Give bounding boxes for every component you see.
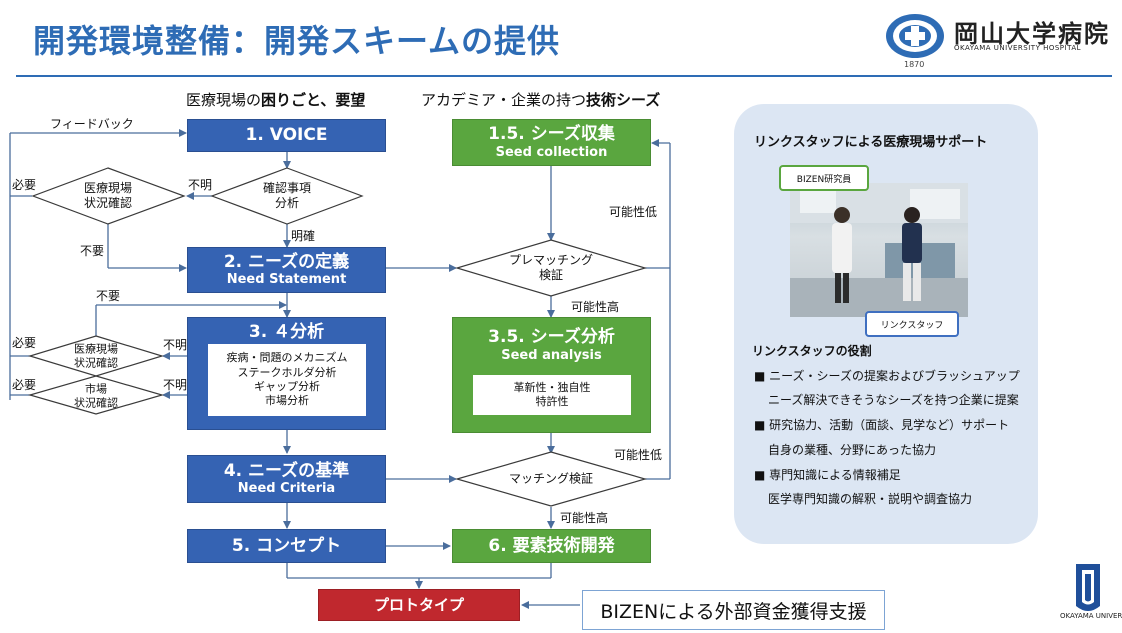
matching-diamond (454, 451, 648, 507)
need-criteria-box: 4. ニーズの基準 Need Criteria (187, 455, 386, 503)
role-detail: ニーズ解決できそうなシーズを持つ企業に提案 (768, 393, 1019, 407)
analysis-item: 市場分析 (265, 394, 309, 408)
voice-box: 1. VOICE (187, 119, 386, 152)
hospital-year: 1870 (904, 60, 925, 69)
title-divider (16, 75, 1112, 77)
hospital-name-en: OKAYAMA UNIVERSITY HOSPITAL (954, 44, 1082, 52)
roles-title: リンクスタッフの役割 (752, 344, 872, 358)
unclear-label: 不明 (163, 378, 188, 392)
unnecessary-label: 不要 (96, 289, 121, 303)
necessary-label: 必要 (12, 336, 37, 350)
possibility-low-label: 可能性低 (614, 448, 663, 462)
role-detail: 自身の業種、分野にあった協力 (768, 443, 937, 457)
concept-box: 5. コンセプト (187, 529, 386, 563)
prematching-diamond-label: プレマッチング検証 (508, 253, 594, 282)
market-check-diamond (27, 375, 165, 415)
role-item: ■ 専門知識による情報補足 (754, 468, 901, 482)
analysis-item: ステークホルダ分析 (237, 365, 337, 379)
analysis-item: ギャップ分析 (254, 380, 320, 393)
panel-title: リンクスタッフによる医療現場サポート (754, 135, 988, 150)
link-staff-tag: リンクスタッフ (865, 311, 959, 337)
hospital-logo: 岡山大学病院 OKAYAMA UNIVERSITY HOSPITAL 1870 (884, 10, 1114, 72)
university-logo-text: OKAYAMA UNIVERSITY (1060, 612, 1122, 620)
unclear-label: 不明 (163, 338, 188, 352)
role-item: ■ ニーズ・シーズの提案およびブラッシュアップ (754, 369, 1020, 383)
support-photo (790, 183, 968, 317)
seed-analysis-item: 革新性・独自性 (513, 380, 591, 394)
needs-header: 医療現場の困りごと、要望 (186, 91, 366, 109)
seed-analysis-item: 特許性 (535, 395, 569, 408)
prematching-diamond (454, 239, 648, 297)
prototype-box: プロトタイプ (318, 589, 520, 621)
necessary-label: 必要 (12, 178, 37, 192)
seed-collection-box: 1.5. シーズ収集 Seed collection (452, 119, 651, 166)
site-check2-diamond-label: 医療現場状況確認 (74, 342, 118, 369)
hospital-emblem-icon (886, 14, 944, 58)
role-detail: 医学専門知識の解釈・説明や調査協力 (768, 492, 973, 506)
role-item: ■ 研究協力、活動（面談、見学など）サポート (754, 418, 1010, 432)
feedback-label: フィードバック (50, 117, 134, 131)
necessary-label: 必要 (12, 378, 37, 392)
site-check-diamond-label: 医療現場状況確認 (83, 181, 133, 210)
need-statement-box: 2. ニーズの定義 Need Statement (187, 247, 386, 293)
confirm-diamond-label: 確認事項分析 (262, 181, 312, 210)
possibility-high-label: 可能性高 (560, 511, 609, 525)
possibility-low-label: 可能性低 (609, 205, 658, 219)
confirm-diamond (210, 167, 364, 225)
clear-label: 明確 (291, 229, 316, 243)
unnecessary-label: 不要 (80, 244, 105, 258)
page-title: 開発環境整備：開発スキームの提供 (33, 22, 561, 60)
four-analysis-items: 疾病・問題のメカニズム ステークホルダ分析 ギャップ分析 市場分析 (208, 344, 366, 416)
bizen-researcher-tag: BIZEN研究員 (779, 165, 869, 191)
hospital-name: 岡山大学病院 (954, 20, 1110, 48)
unclear-label: 不明 (188, 178, 213, 192)
site-check-diamond (31, 167, 186, 225)
matching-diamond-label: マッチング検証 (508, 471, 594, 486)
seeds-header: アカデミア・企業の持つ技術シーズ (421, 91, 661, 109)
element-tech-box: 6. 要素技術開発 (452, 529, 651, 563)
university-logo-icon (1076, 564, 1100, 611)
analysis-item: 疾病・問題のメカニズム (226, 351, 348, 365)
market-check-diamond-label: 市場状況確認 (74, 382, 118, 409)
possibility-high-label: 可能性高 (571, 300, 620, 314)
bizen-support-box: BIZENによる外部資金獲得支援 (582, 590, 885, 630)
hospital-scene-illustration (790, 183, 968, 317)
seed-analysis-items: 革新性・独自性 特許性 (473, 375, 631, 415)
